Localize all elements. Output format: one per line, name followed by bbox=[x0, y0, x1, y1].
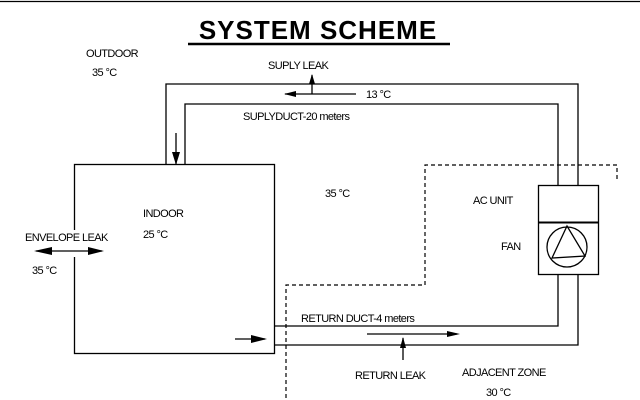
supply-duct-label: SUPLYDUCT-20 meters bbox=[243, 111, 350, 123]
supply-leak-label: SUPLY LEAK bbox=[268, 60, 330, 72]
envelope-leak-right-arrowhead-icon bbox=[88, 247, 104, 255]
envelope-leak-left-arrowhead-icon bbox=[34, 247, 52, 255]
indoor-temperature: 25 °C bbox=[143, 229, 168, 241]
return-flow-arrowhead-icon bbox=[447, 331, 460, 337]
outdoor-label: OUTDOOR bbox=[86, 48, 139, 60]
adjacent-zone-label: ADJACENT ZONE bbox=[462, 367, 546, 379]
supply-temperature: 13 °C bbox=[366, 89, 391, 101]
return-duct-outer bbox=[274, 274, 579, 346]
envelope-leak-label: ENVELOPE LEAK bbox=[25, 232, 109, 244]
supply-flow-arrowhead-icon bbox=[284, 91, 296, 97]
outdoor-temperature: 35 °C bbox=[92, 67, 117, 79]
indoor-label: INDOOR bbox=[143, 208, 184, 220]
adjacent-zone-boundary bbox=[285, 164, 618, 400]
return-leak-label: RETURN LEAK bbox=[355, 370, 427, 382]
ac-unit-label: AC UNIT bbox=[473, 195, 514, 207]
supply-duct-outer bbox=[165, 83, 579, 185]
return-outlet-arrowhead-icon bbox=[251, 335, 267, 343]
adjacent-zone-temperature: 30 °C bbox=[486, 387, 511, 399]
return-duct-label: RETURN DUCT-4 meters bbox=[301, 313, 415, 325]
supply-duct-inner bbox=[184, 103, 559, 185]
ac-unit-box bbox=[537, 184, 600, 276]
fan-icon bbox=[546, 224, 588, 268]
supply-inlet-arrowhead-icon bbox=[172, 152, 180, 165]
envelope-temperature: 35 °C bbox=[32, 265, 57, 277]
fan-label: FAN bbox=[501, 241, 521, 253]
return-duct-inner bbox=[274, 274, 559, 327]
attic-temperature: 35 °C bbox=[325, 188, 350, 200]
diagram-title: SYSTEM SCHEME bbox=[199, 15, 437, 45]
indoor-room bbox=[73, 163, 276, 355]
return-leak-arrowhead-icon bbox=[400, 337, 406, 348]
supply-leak-arrowhead-icon bbox=[309, 74, 315, 84]
